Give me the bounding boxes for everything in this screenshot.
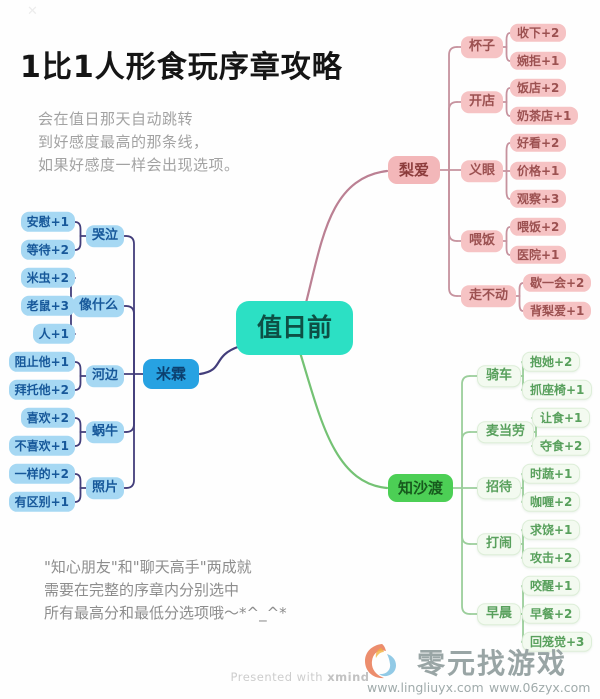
option-node: 抱她+2 [522,351,581,373]
topic-node: 开店 [461,91,504,113]
option-node: 有区别+1 [8,491,75,513]
option-node: 抓座椅+1 [522,379,593,401]
option-node: 夺食+2 [532,435,591,457]
option-node: 安慰+1 [20,211,75,233]
character-node-liai: 梨爱 [388,156,441,184]
topic-node: 打闹 [477,533,522,555]
topic-node: 河边 [85,365,124,387]
option-node: 咖喱+2 [522,491,581,513]
option-node: 价格+1 [510,161,567,181]
topic-node: 喂饭 [461,230,504,252]
option-node: 好看+2 [510,133,567,153]
option-node: 歇一会+2 [523,273,592,293]
option-node: 一样的+2 [8,463,75,485]
option-node: 医院+1 [510,245,567,265]
option-node: 背梨爱+1 [523,301,592,321]
watermark-logo-icon [361,641,405,687]
topic-node: 义眼 [461,160,504,182]
option-node: 咬醒+1 [522,575,581,597]
topic-node: 麦当劳 [477,421,535,443]
option-node: 时蔬+1 [522,463,581,485]
topic-node: 照片 [85,477,124,499]
close-icon: ✕ [27,4,38,19]
intro-note: 会在值日那天自动跳转 到好感度最高的那条线， 如果好感度一样会出现选项。 [38,110,240,174]
presented-with-label: Presented with [230,670,324,684]
topic-node: 早晨 [477,603,522,625]
option-node: 喂饭+2 [510,217,567,237]
xmind-credit: Presented with xmind [231,670,370,684]
option-node: 回笼觉+3 [522,631,593,653]
topic-node: 招待 [477,477,522,499]
topic-node: 蜗牛 [85,421,124,443]
topic-node: 骑车 [477,365,522,387]
option-node: 收下+2 [510,23,567,43]
option-node: 早餐+2 [522,603,581,625]
achievement-note: "知心朋友"和"聊天高手"两成就 需要在完整的序章内分别选中 所有最高分和最低分… [44,558,287,622]
watermark-brand: 零元找游戏 [417,647,568,680]
option-node: 饭店+2 [510,78,567,98]
topic-node: 走不动 [461,285,517,307]
option-node: 观察+3 [510,189,567,209]
option-node: 等待+2 [20,239,75,261]
option-node: 阻止他+1 [8,351,75,373]
option-node: 婉拒+1 [510,51,567,71]
option-node: 奶茶店+1 [510,106,579,126]
option-node: 让食+1 [532,407,591,429]
option-node: 不喜欢+1 [8,435,75,457]
option-node: 米虫+2 [20,267,75,289]
option-node: 求饶+1 [522,519,581,541]
option-node: 老鼠+3 [20,295,75,317]
xmind-brand-label: xmind [327,670,370,684]
topic-node: 像什么 [72,295,124,317]
option-node: 喜欢+2 [20,407,75,429]
topic-node: 哭泣 [85,225,124,247]
watermark-url-left: www.lingliuyx.com [367,680,484,695]
character-node-zhishadu: 知沙渡 [388,474,454,502]
option-node: 攻击+2 [522,547,581,569]
option-node: 人+1 [32,323,75,345]
root-node: 值日前 [236,301,354,355]
topic-node: 杯子 [461,36,504,58]
option-node: 拜托他+2 [8,379,75,401]
page-title: 1比1人形食玩序章攻略 [20,50,343,85]
watermark-url-right: www.06zyx.com [489,680,591,695]
character-node-milin: 米霖 [143,359,200,389]
